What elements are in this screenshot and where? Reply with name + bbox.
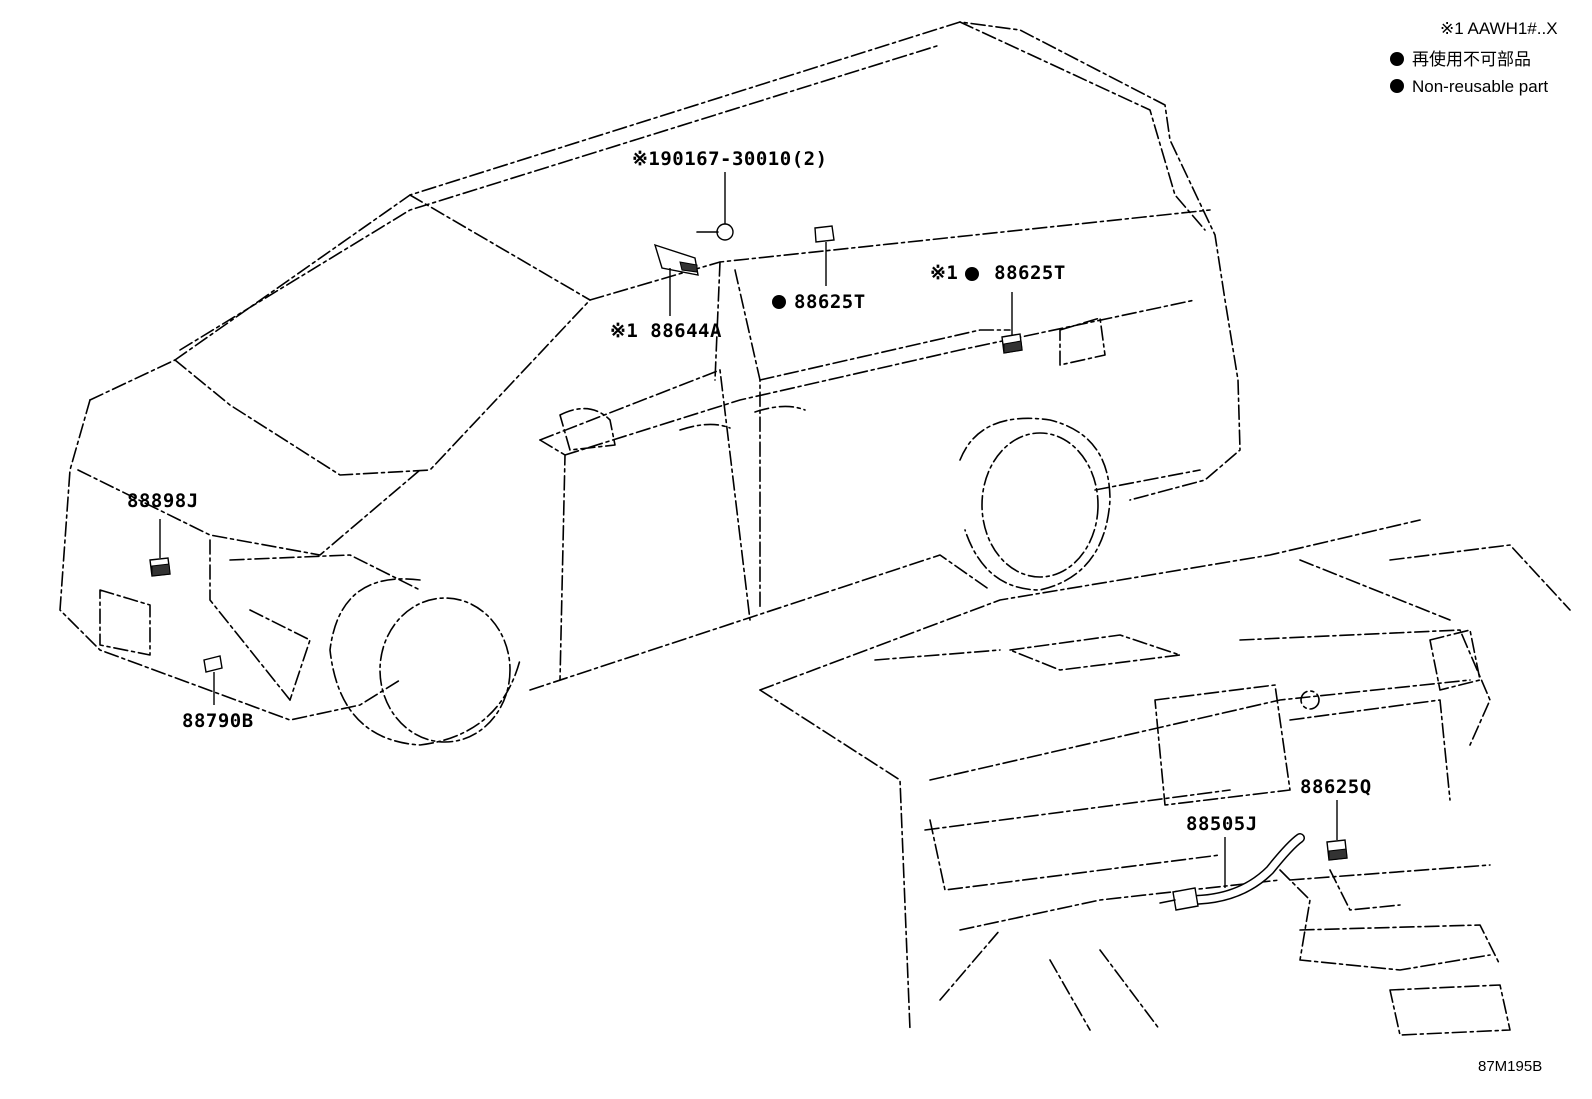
part-88790b-icon <box>203 655 223 673</box>
part-label-88505j[interactable]: 88505J <box>1186 813 1258 835</box>
legend-non-reusable-en: Non-reusable part <box>1390 78 1548 95</box>
legend-jp-text: 再使用不可部品 <box>1412 50 1531 69</box>
leader-lines <box>159 172 1338 888</box>
filled-dot-icon <box>1390 79 1404 93</box>
vehicle-body <box>59 21 1241 746</box>
part-88644a-icon <box>653 243 699 276</box>
condition-note: ※1 AAWH1#..X <box>1440 19 1558 38</box>
legend-en-text: Non-reusable part <box>1412 77 1549 96</box>
filled-dot-icon <box>1390 52 1404 66</box>
part-88625t-rear-icon <box>1001 333 1023 354</box>
part-88625t-roof-icon <box>814 225 835 243</box>
dashboard-section <box>759 519 1571 1036</box>
non-reusable-dot-icon <box>772 295 786 309</box>
part-label-88644a[interactable]: ※1 88644A <box>610 320 722 342</box>
part-bolt-icon <box>696 223 734 241</box>
non-reusable-dot-icon <box>965 267 979 281</box>
part-label-90167-30010[interactable]: ※190167-30010(2) <box>632 148 828 170</box>
figure-code: 87M195B <box>1478 1058 1543 1075</box>
part-label-88625q[interactable]: 88625Q <box>1300 776 1372 798</box>
part-88898j-icon <box>149 557 171 577</box>
legend-non-reusable-jp: 再使用不可部品 <box>1390 51 1531 68</box>
part-88505j-hose-icon <box>1159 833 1305 911</box>
part-label-88625t-roof[interactable]: 88625T <box>772 293 866 312</box>
part-88625q-icon <box>1326 839 1348 861</box>
part-label-88790b[interactable]: 88790B <box>182 710 254 732</box>
part-label-88625t-rear[interactable]: ※1 88625T <box>930 262 1066 284</box>
part-label-88898j[interactable]: 88898J <box>127 490 199 512</box>
